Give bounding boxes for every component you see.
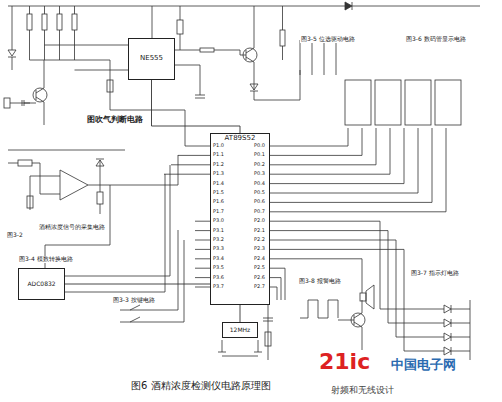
wire	[195, 277, 210, 278]
wire	[270, 268, 285, 300]
wire	[178, 155, 210, 156]
wire	[270, 128, 348, 146]
pin-name: P0.1	[253, 152, 266, 158]
crystal-box: 12MHz	[222, 322, 258, 338]
wire	[324, 40, 325, 75]
chip-label: AT89S52	[211, 135, 269, 143]
pin-name: P2.7	[253, 284, 266, 290]
wire	[270, 128, 432, 202]
pin-name: P2.3	[253, 246, 266, 252]
ic-chip: ADC0832	[18, 268, 65, 300]
figure-label: 酒精浓度信号的采集电路	[38, 224, 106, 231]
wire	[270, 128, 362, 155]
pin-name: P3.2	[212, 237, 225, 243]
wire	[195, 221, 210, 222]
wire	[270, 128, 376, 165]
pin-name: P2.0	[253, 218, 266, 224]
figure-label: 图吹气判断电路	[86, 116, 144, 125]
pin-name: P2.1	[253, 228, 266, 234]
pin-name: P1.7	[212, 209, 225, 215]
pin-name: P1.0	[212, 143, 225, 149]
pin-name: P3.1	[212, 228, 225, 234]
watermark: 21ic	[318, 350, 371, 374]
pin-name: P3.6	[212, 275, 225, 281]
wire-connector	[152, 80, 241, 133]
wire	[185, 146, 210, 147]
wire	[195, 287, 210, 288]
pin-name: P0.3	[253, 171, 266, 177]
wire	[270, 278, 281, 300]
wire	[270, 249, 444, 351]
pin-name: P0.6	[253, 199, 266, 205]
wire	[270, 128, 446, 212]
pin-name: P1.1	[212, 152, 225, 158]
pin-name: P3.3	[212, 246, 225, 252]
pin-name: P1.6	[212, 199, 225, 205]
pin-name: P1.2	[212, 162, 225, 168]
wire	[270, 128, 404, 184]
pin-name: P3.5	[212, 265, 225, 271]
ic-chip: NE555	[128, 38, 175, 80]
wire	[195, 268, 210, 269]
wire	[270, 259, 362, 293]
chip-label: NE555	[129, 55, 174, 63]
pin-name: P2.4	[253, 256, 266, 262]
figure-caption: 图6 酒精浓度检测仪电路原理图	[130, 380, 272, 391]
wire	[195, 240, 210, 241]
wire	[312, 40, 313, 75]
wire	[270, 128, 390, 174]
wire-connector	[240, 305, 241, 322]
figure-label: 图3-8 报警电路	[298, 278, 342, 285]
pin-name: P1.4	[212, 181, 225, 187]
wire-connector	[65, 284, 210, 285]
wire	[164, 174, 210, 175]
pin-name: P3.7	[212, 284, 225, 290]
pin-name: P2.2	[253, 237, 266, 243]
pin-name: P0.4	[253, 181, 266, 187]
pin-name: P2.5	[253, 265, 266, 271]
wire	[270, 240, 444, 337]
pin-name: P0.7	[253, 209, 266, 215]
wire	[270, 287, 277, 300]
pin-name: P3.4	[212, 256, 225, 262]
wire	[300, 40, 301, 75]
chip-label: ADC0832	[19, 281, 64, 288]
watermark: 射频和无线设计	[330, 386, 395, 396]
figure-label: 图3-5 位选驱动电路	[300, 36, 356, 43]
figure-label: 图3-2	[6, 232, 24, 239]
wire	[270, 128, 418, 193]
watermark: 中国电子网	[390, 358, 457, 372]
pin-name: P0.5	[253, 190, 266, 196]
pin-name: P0.2	[253, 162, 266, 168]
pin-name: P2.6	[253, 275, 266, 281]
figure-label: 图3-7 指示灯电路	[410, 270, 460, 277]
wire	[336, 40, 337, 75]
pin-name: P0.0	[253, 143, 266, 149]
wire	[270, 231, 444, 323]
wire	[270, 221, 444, 309]
figure-label: 图3-6 数码管显示电路	[405, 36, 467, 43]
pin-name: P1.3	[212, 171, 225, 177]
pin-name: P3.0	[212, 218, 225, 224]
figure-label: 图3-3 按键电路	[112, 297, 156, 304]
wire	[171, 164, 210, 165]
wire	[195, 258, 210, 259]
wire	[195, 230, 210, 231]
chip-label: 12MHz	[223, 327, 257, 334]
figure-label: 图3-4 模数转换电路	[18, 256, 74, 263]
wire	[195, 249, 210, 250]
pin-name: P1.5	[212, 190, 225, 196]
